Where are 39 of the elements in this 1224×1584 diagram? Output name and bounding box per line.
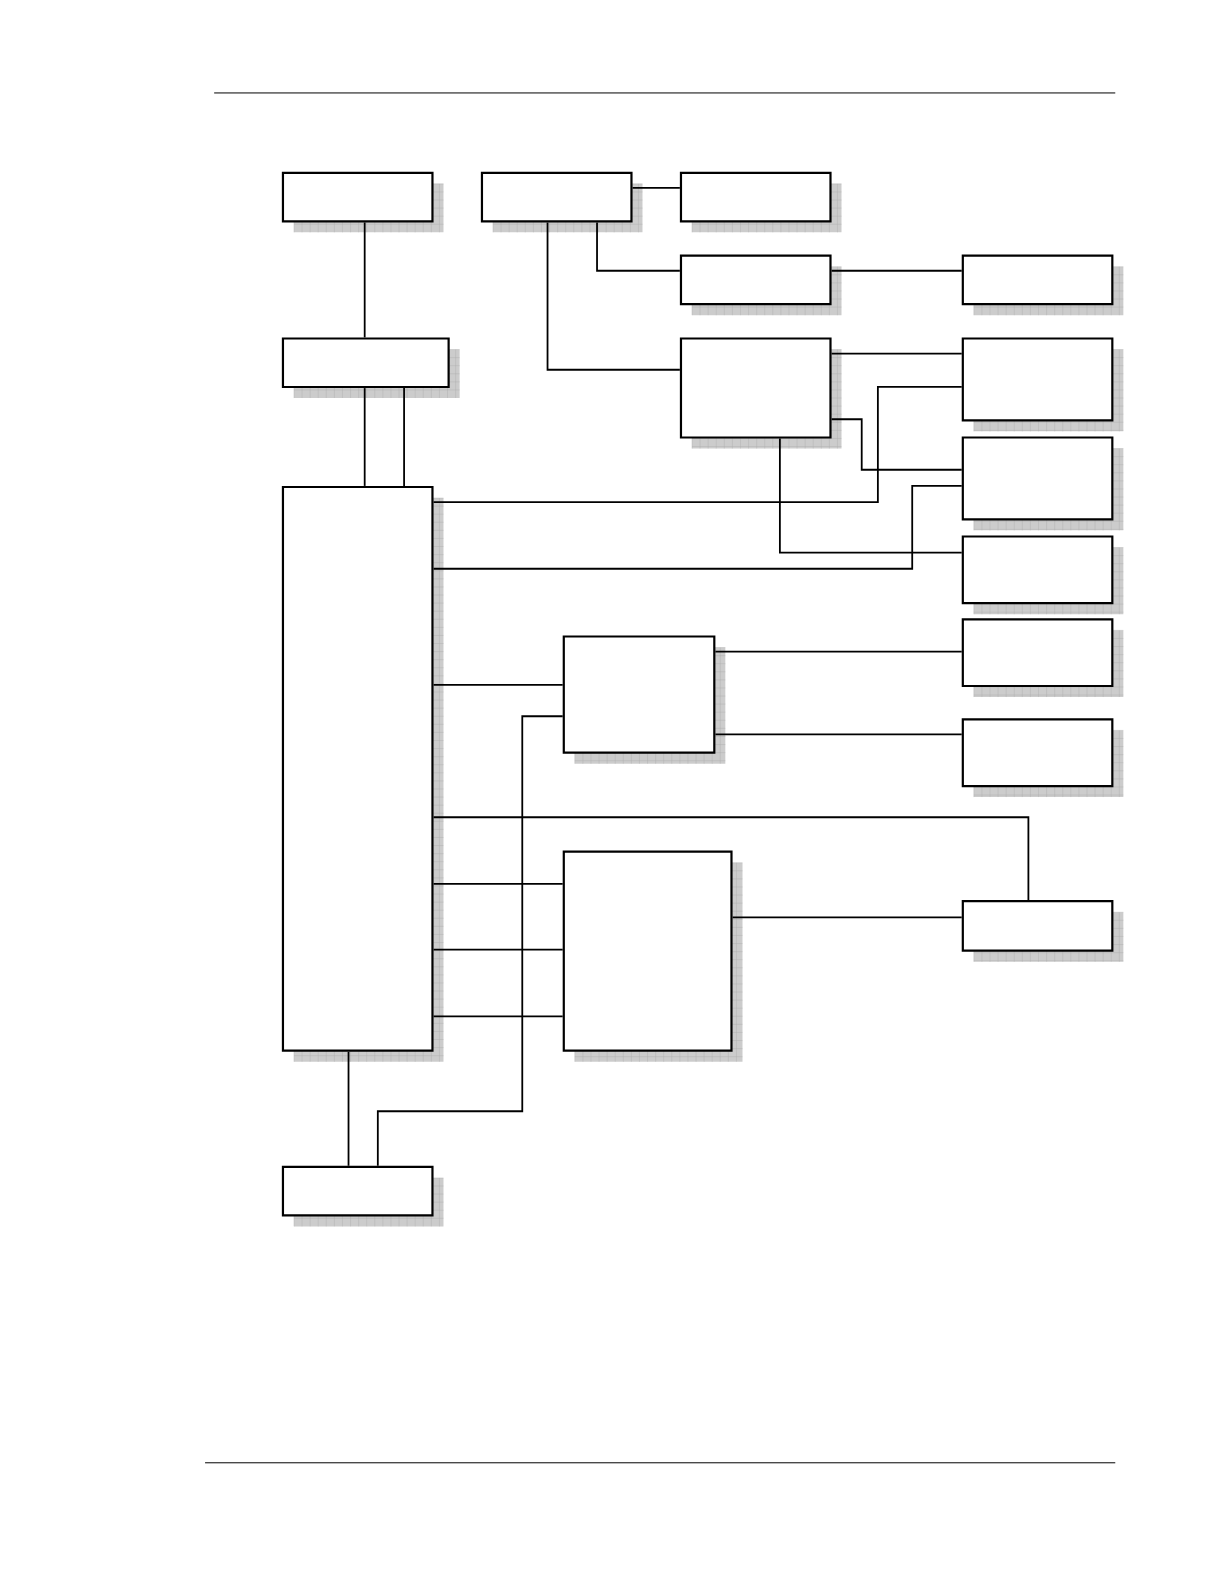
box [679,171,842,233]
connector-line [631,187,681,189]
connector-line [432,948,564,951]
connector-line [714,733,963,736]
connector-line [830,352,963,355]
box [961,618,1124,698]
box [281,171,444,233]
connector-line [778,437,963,554]
connector-line [347,1050,350,1167]
box [281,1165,444,1227]
box [961,535,1124,615]
connector-line [432,883,564,885]
box [562,635,726,764]
box [961,254,1124,316]
connector-line [403,387,405,487]
connector-line [432,816,1030,901]
connector-line [363,387,366,487]
box [480,171,643,233]
connector-line [363,221,366,339]
box [961,718,1124,798]
box [961,900,1124,962]
connector-line [714,650,963,653]
connector-line [432,1015,564,1018]
connector-line [432,485,963,570]
connector-line [595,221,681,272]
connector-line [830,418,963,471]
connector-line [432,386,963,503]
box [562,850,743,1062]
connector-line [546,221,681,371]
connector-line [830,269,963,272]
box [281,337,460,399]
connector-line [376,715,564,1167]
connector-line [432,684,564,686]
box [281,485,444,1062]
box [961,337,1124,432]
box [961,436,1124,531]
box [679,254,842,316]
box [679,337,842,449]
connector-line [731,916,963,919]
